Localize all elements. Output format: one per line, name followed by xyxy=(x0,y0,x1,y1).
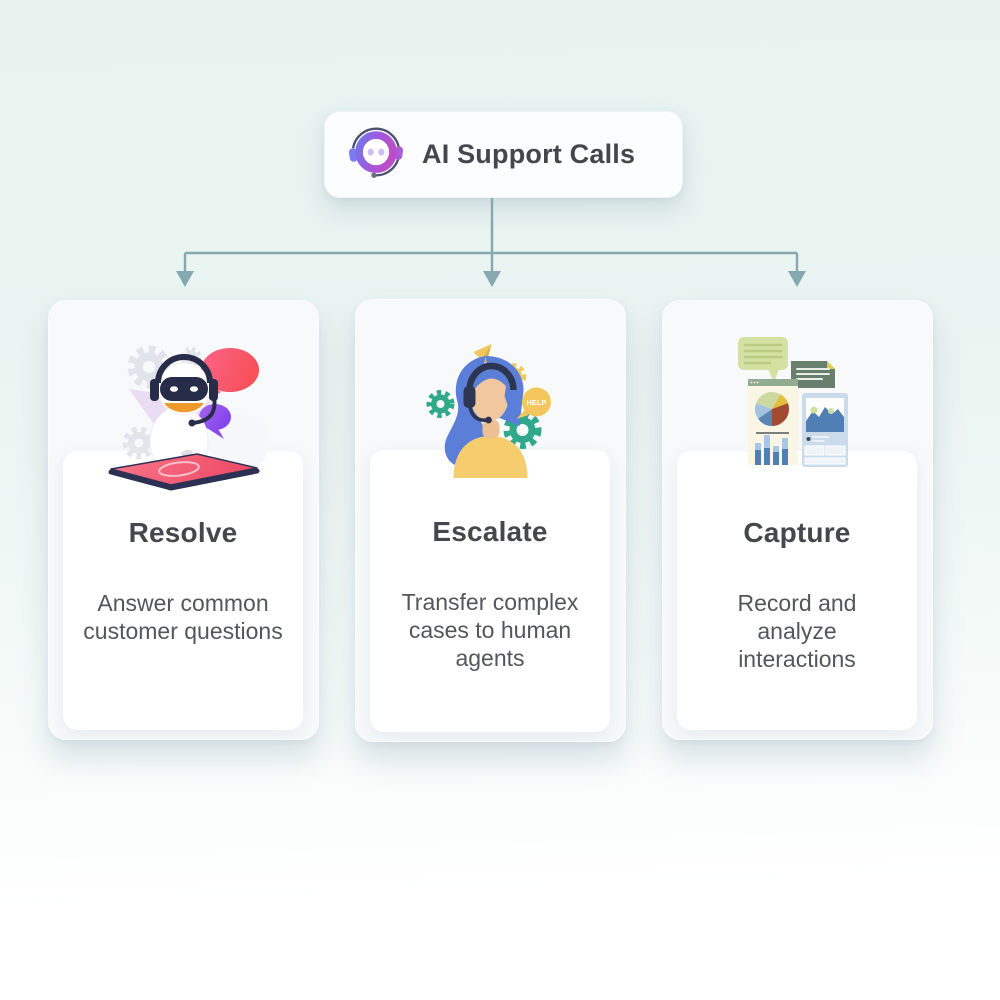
support-agent-illustration: HELP xyxy=(426,344,551,478)
header-title: AI Support Calls xyxy=(422,139,636,169)
card-escalate-description: Transfer complex cases to human agents xyxy=(401,589,579,672)
pie-chart-icon xyxy=(754,392,789,426)
comment-bubble-icon xyxy=(737,337,788,383)
ai-headset-robot-icon xyxy=(348,127,404,178)
card-escalate-panel: Escalate Transfer complex cases to human… xyxy=(370,450,610,732)
tablet xyxy=(108,453,259,491)
card-escalate: Escalate Transfer complex cases to human… xyxy=(355,299,626,742)
analytics-illustration xyxy=(737,337,848,467)
help-speech-bubble: HELP xyxy=(516,387,551,419)
card-capture-title: Capture xyxy=(743,517,851,548)
bar-chart-icon xyxy=(754,435,788,465)
chatbot-illustration xyxy=(108,345,269,491)
halo-circle xyxy=(208,413,269,473)
card-resolve-description: Answer common customer questions xyxy=(83,590,283,645)
card-capture-description: Record and analyze interactions xyxy=(737,590,857,673)
arrowhead-right xyxy=(788,271,806,287)
card-capture-panel: Capture Record and analyze interactions xyxy=(677,451,917,730)
help-badge-text: HELP xyxy=(526,400,546,407)
note-icon xyxy=(790,361,835,388)
robot-head xyxy=(149,354,218,427)
card-resolve-panel: Resolve Answer common customer questions xyxy=(63,451,303,730)
card-capture: Capture Record and analyze interactions xyxy=(662,300,933,740)
arrowhead-center xyxy=(483,271,501,287)
agent-figure xyxy=(444,356,527,478)
speech-bubble-purple xyxy=(198,404,231,439)
area-chart-icon xyxy=(805,407,844,432)
gear-icon xyxy=(122,426,155,460)
header-node: AI Support Calls xyxy=(324,111,683,198)
report-document xyxy=(747,379,798,465)
arrowhead-left xyxy=(176,271,194,287)
card-resolve-title: Resolve xyxy=(128,517,238,548)
card-resolve: Resolve Answer common customer questions xyxy=(48,300,319,740)
dashboard-panel xyxy=(801,393,848,467)
card-escalate-title: Escalate xyxy=(432,516,548,547)
gear-icon xyxy=(426,390,454,418)
